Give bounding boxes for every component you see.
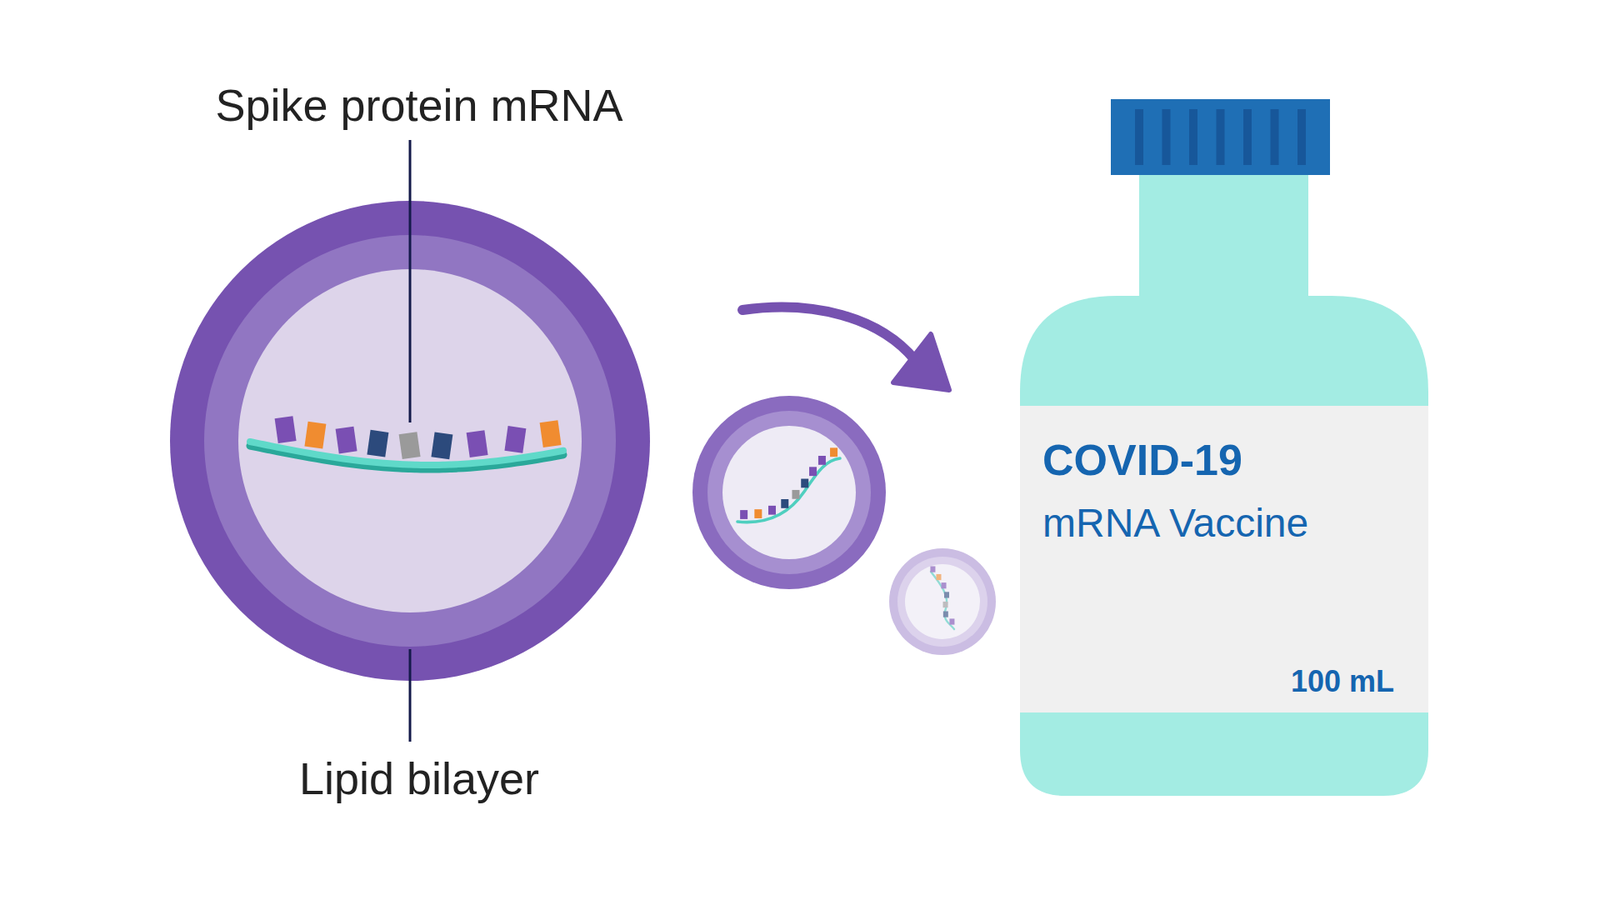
mrna-strand xyxy=(250,415,564,470)
cap-ridge xyxy=(1270,109,1280,165)
strand xyxy=(737,458,840,523)
bottle-neck xyxy=(1139,162,1309,313)
bottle-label xyxy=(1020,405,1429,713)
nucleotide xyxy=(809,466,817,476)
nucleotide xyxy=(943,601,949,608)
nucleotide xyxy=(780,499,789,509)
part-label: Lipid bilayer xyxy=(299,754,540,804)
mrna-strand xyxy=(737,447,840,522)
nucleotide xyxy=(930,565,935,572)
bottle-body xyxy=(1020,295,1429,796)
nucleotide xyxy=(335,426,358,455)
nucleotide xyxy=(935,574,941,580)
bottle-cap xyxy=(1110,99,1330,175)
nucleotide xyxy=(949,618,955,625)
nucleotide xyxy=(466,430,489,458)
nucleotide xyxy=(941,582,947,589)
small-particle-core xyxy=(905,564,980,640)
part-label: Spike protein mRNA xyxy=(215,80,623,130)
nucleotide xyxy=(304,421,326,450)
small-particle xyxy=(889,548,996,655)
nucleotide xyxy=(830,447,838,457)
nucleotide xyxy=(740,510,748,520)
leader-line xyxy=(409,649,412,742)
cap-ridges xyxy=(1135,109,1306,165)
cap-ridge xyxy=(1162,109,1171,165)
small-particle-core xyxy=(722,425,856,560)
nucleotide xyxy=(791,490,800,500)
leader-line xyxy=(409,140,412,423)
nucleotide xyxy=(540,420,562,448)
volume-label: 100 mL xyxy=(1290,665,1395,699)
nucleotide xyxy=(944,591,950,598)
nucleotide xyxy=(430,431,453,460)
nucleotide xyxy=(504,425,526,454)
cap-ridge xyxy=(1297,109,1306,165)
nucleotide xyxy=(754,509,762,519)
nucleotide xyxy=(943,610,949,617)
small-particle-ring xyxy=(897,556,988,647)
cap-ridge xyxy=(1243,109,1252,165)
process-arrow xyxy=(742,307,915,360)
vaccine-vial-label: COVID-19 mRNA Vaccine 100 mL xyxy=(1020,405,1429,713)
strand xyxy=(250,441,564,465)
cap-ridge xyxy=(1189,109,1198,165)
arrow-head xyxy=(893,334,950,390)
strand xyxy=(930,571,955,630)
mrna-strand xyxy=(930,565,955,630)
small-particle-ring xyxy=(707,410,871,575)
vaccine-name: COVID-19 xyxy=(1042,436,1243,485)
nucleotide xyxy=(818,455,826,465)
small-particle xyxy=(692,395,886,590)
vaccine-type: mRNA Vaccine xyxy=(1042,501,1309,546)
nucleotide xyxy=(275,415,297,444)
cap-ridge xyxy=(1135,109,1144,165)
nucleotide xyxy=(366,430,389,458)
nucleotide xyxy=(800,479,809,489)
cap-ridge xyxy=(1216,109,1225,165)
nucleotide xyxy=(399,431,421,460)
nucleotide xyxy=(768,505,776,515)
